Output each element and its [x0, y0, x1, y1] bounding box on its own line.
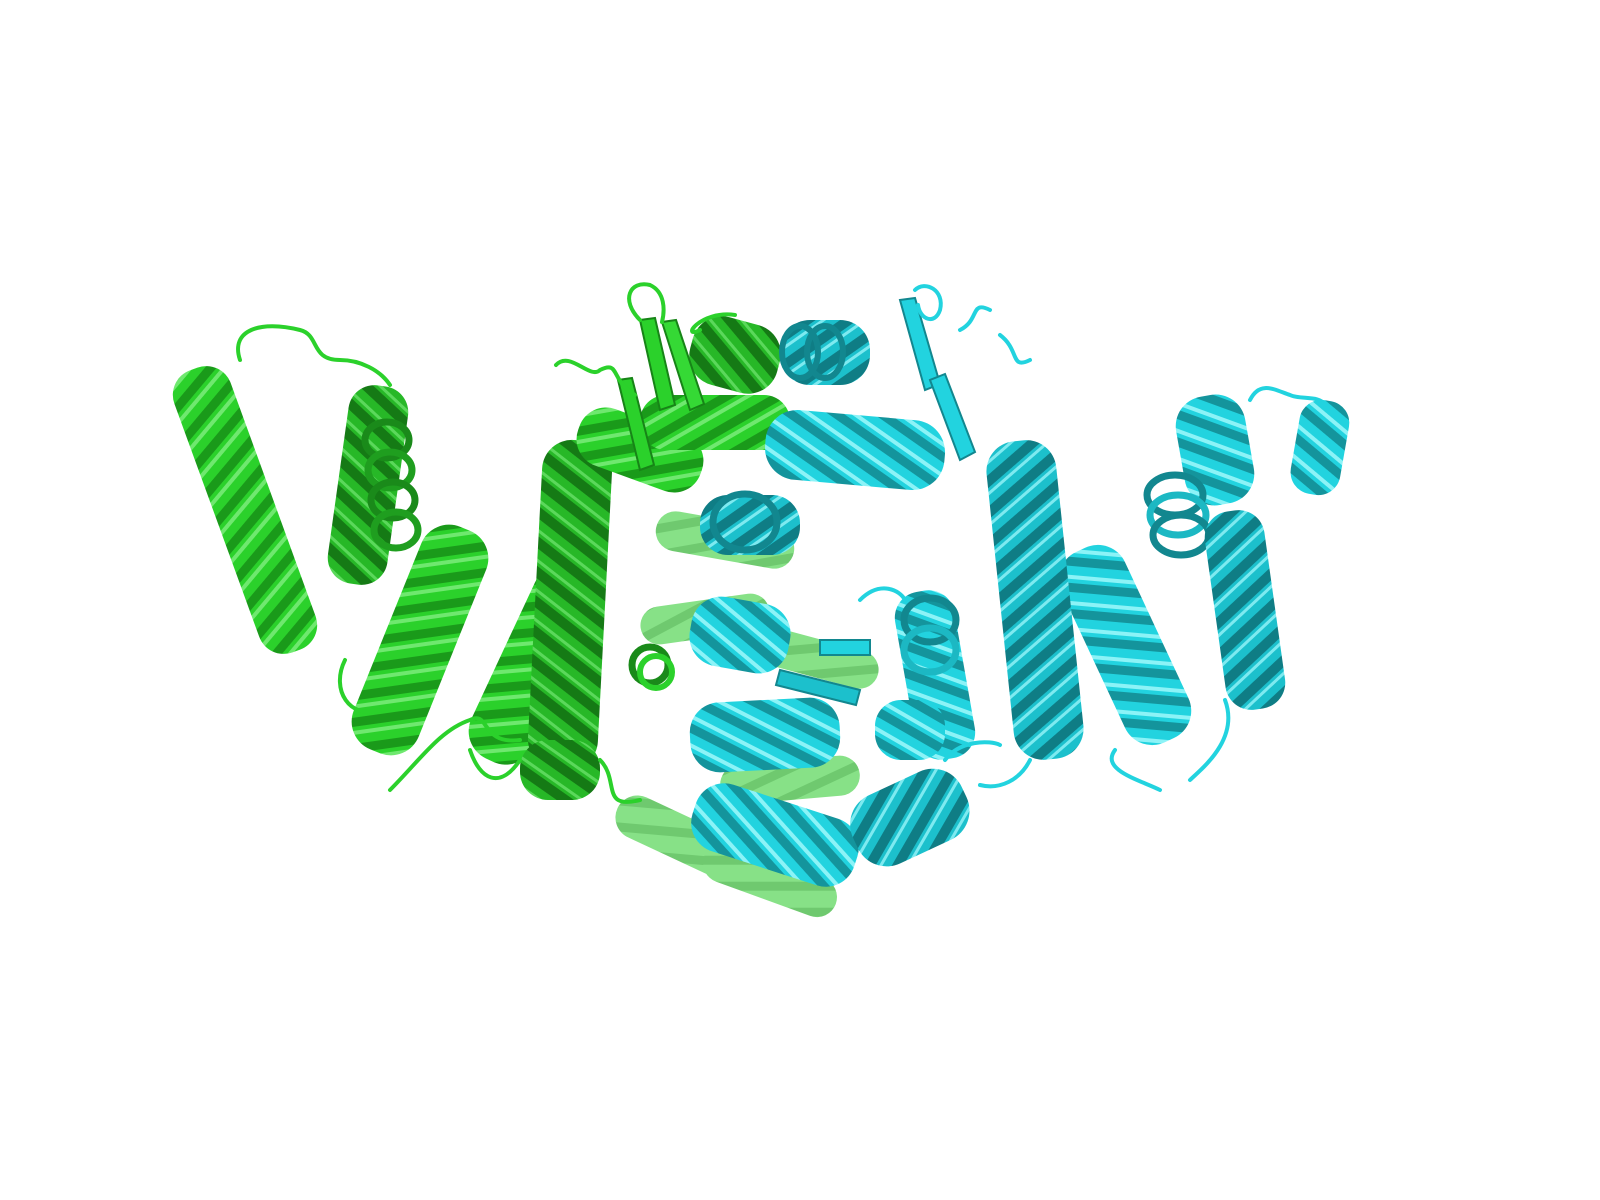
protein-chain-b[interactable]	[683, 284, 1353, 894]
chain-a-loops	[236, 282, 737, 804]
chain-a-helix-8[interactable]	[682, 310, 787, 401]
chain-b-helix-2-end-on[interactable]	[1143, 471, 1213, 559]
chain-b-helix-9[interactable]	[779, 320, 870, 385]
chain-a-helix-5[interactable]	[526, 438, 613, 771]
chain-b-helix-10[interactable]	[700, 490, 800, 555]
chain-b-helix-6[interactable]	[983, 437, 1086, 763]
protein-chain-a[interactable]	[166, 282, 883, 923]
chain-a-helix-7[interactable]	[640, 395, 790, 450]
chain-b-helix-14[interactable]	[840, 758, 980, 877]
chain-b-loops	[858, 284, 1327, 792]
chain-b-helix-13[interactable]	[683, 775, 866, 894]
chain-b-helix-3[interactable]	[1287, 396, 1353, 498]
chain-b-helix-5[interactable]	[1049, 535, 1201, 755]
chain-b-helix-12[interactable]	[688, 696, 841, 774]
chain-b-beta-sheet[interactable]	[774, 296, 977, 707]
chain-a-beta-sheet[interactable]	[616, 316, 706, 472]
chain-a-helix-2[interactable]	[324, 382, 422, 588]
chain-b-helix-8[interactable]	[762, 407, 947, 492]
chain-b-helix-15[interactable]	[875, 700, 945, 760]
chain-b-helix-11[interactable]	[685, 592, 796, 678]
chain-a-helix-end-on[interactable]	[628, 643, 675, 691]
chain-b-helix-4[interactable]	[1201, 507, 1288, 713]
chain-a-helix-3[interactable]	[343, 516, 498, 765]
chain-a-helix-9[interactable]	[520, 740, 600, 800]
chain-a-helix-1[interactable]	[166, 359, 325, 661]
